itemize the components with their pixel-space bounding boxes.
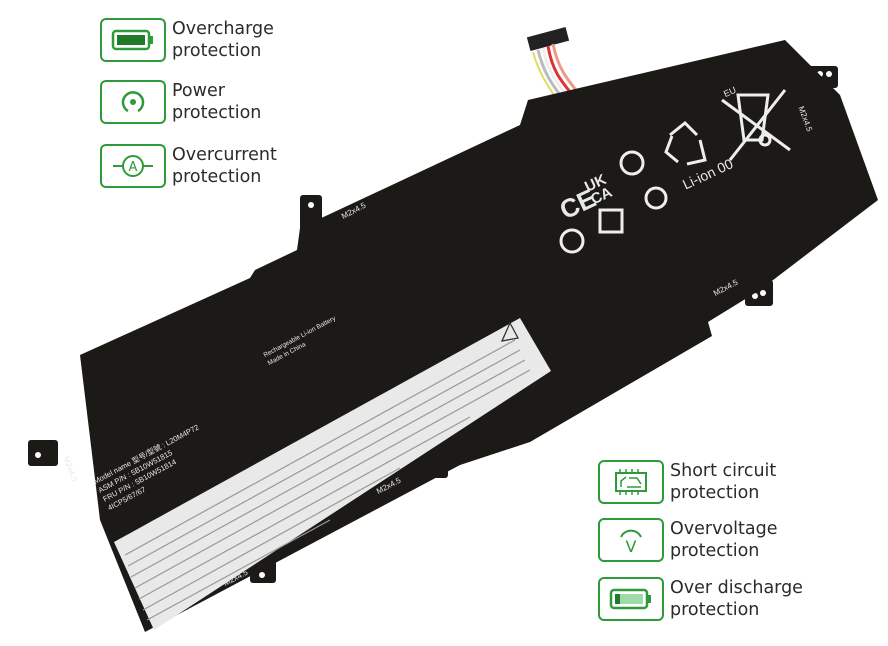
certification-circle-icon (619, 150, 645, 176)
feature-line1: Over discharge (670, 578, 803, 598)
battery-full-icon (100, 18, 166, 62)
svg-text:V: V (626, 537, 637, 555)
svg-text:A: A (129, 160, 138, 175)
feature-line2: protection (172, 103, 262, 123)
feature-line1: Overcurrent (172, 145, 277, 165)
feature-line2: protection (670, 600, 760, 620)
label-fine-print (124, 339, 531, 621)
feature-line1: Overvoltage (670, 519, 778, 539)
connector-cable (526, 27, 582, 105)
recycle-icon (664, 120, 707, 166)
feature-line2: protection (670, 483, 760, 503)
feature-line2: protection (670, 541, 760, 561)
feature-line2: protection (172, 41, 262, 61)
power-icon (100, 80, 166, 124)
circuit-board-icon (598, 460, 664, 504)
ammeter-icon: A (100, 144, 166, 188)
feature-line1: Short circuit (670, 461, 777, 481)
warning-triangle-icon (500, 321, 519, 342)
feature-line2: protection (172, 167, 262, 187)
feature-line1: Power (172, 81, 225, 101)
voltage-icon: V (598, 518, 664, 562)
qr-cert-icon (598, 208, 624, 234)
feature-line1: Overcharge (172, 19, 274, 39)
chinese-cert-icon (644, 186, 668, 210)
weee-bin-icon (721, 89, 791, 161)
battery-low-icon (598, 577, 664, 621)
recycling-5-icon (559, 228, 585, 254)
